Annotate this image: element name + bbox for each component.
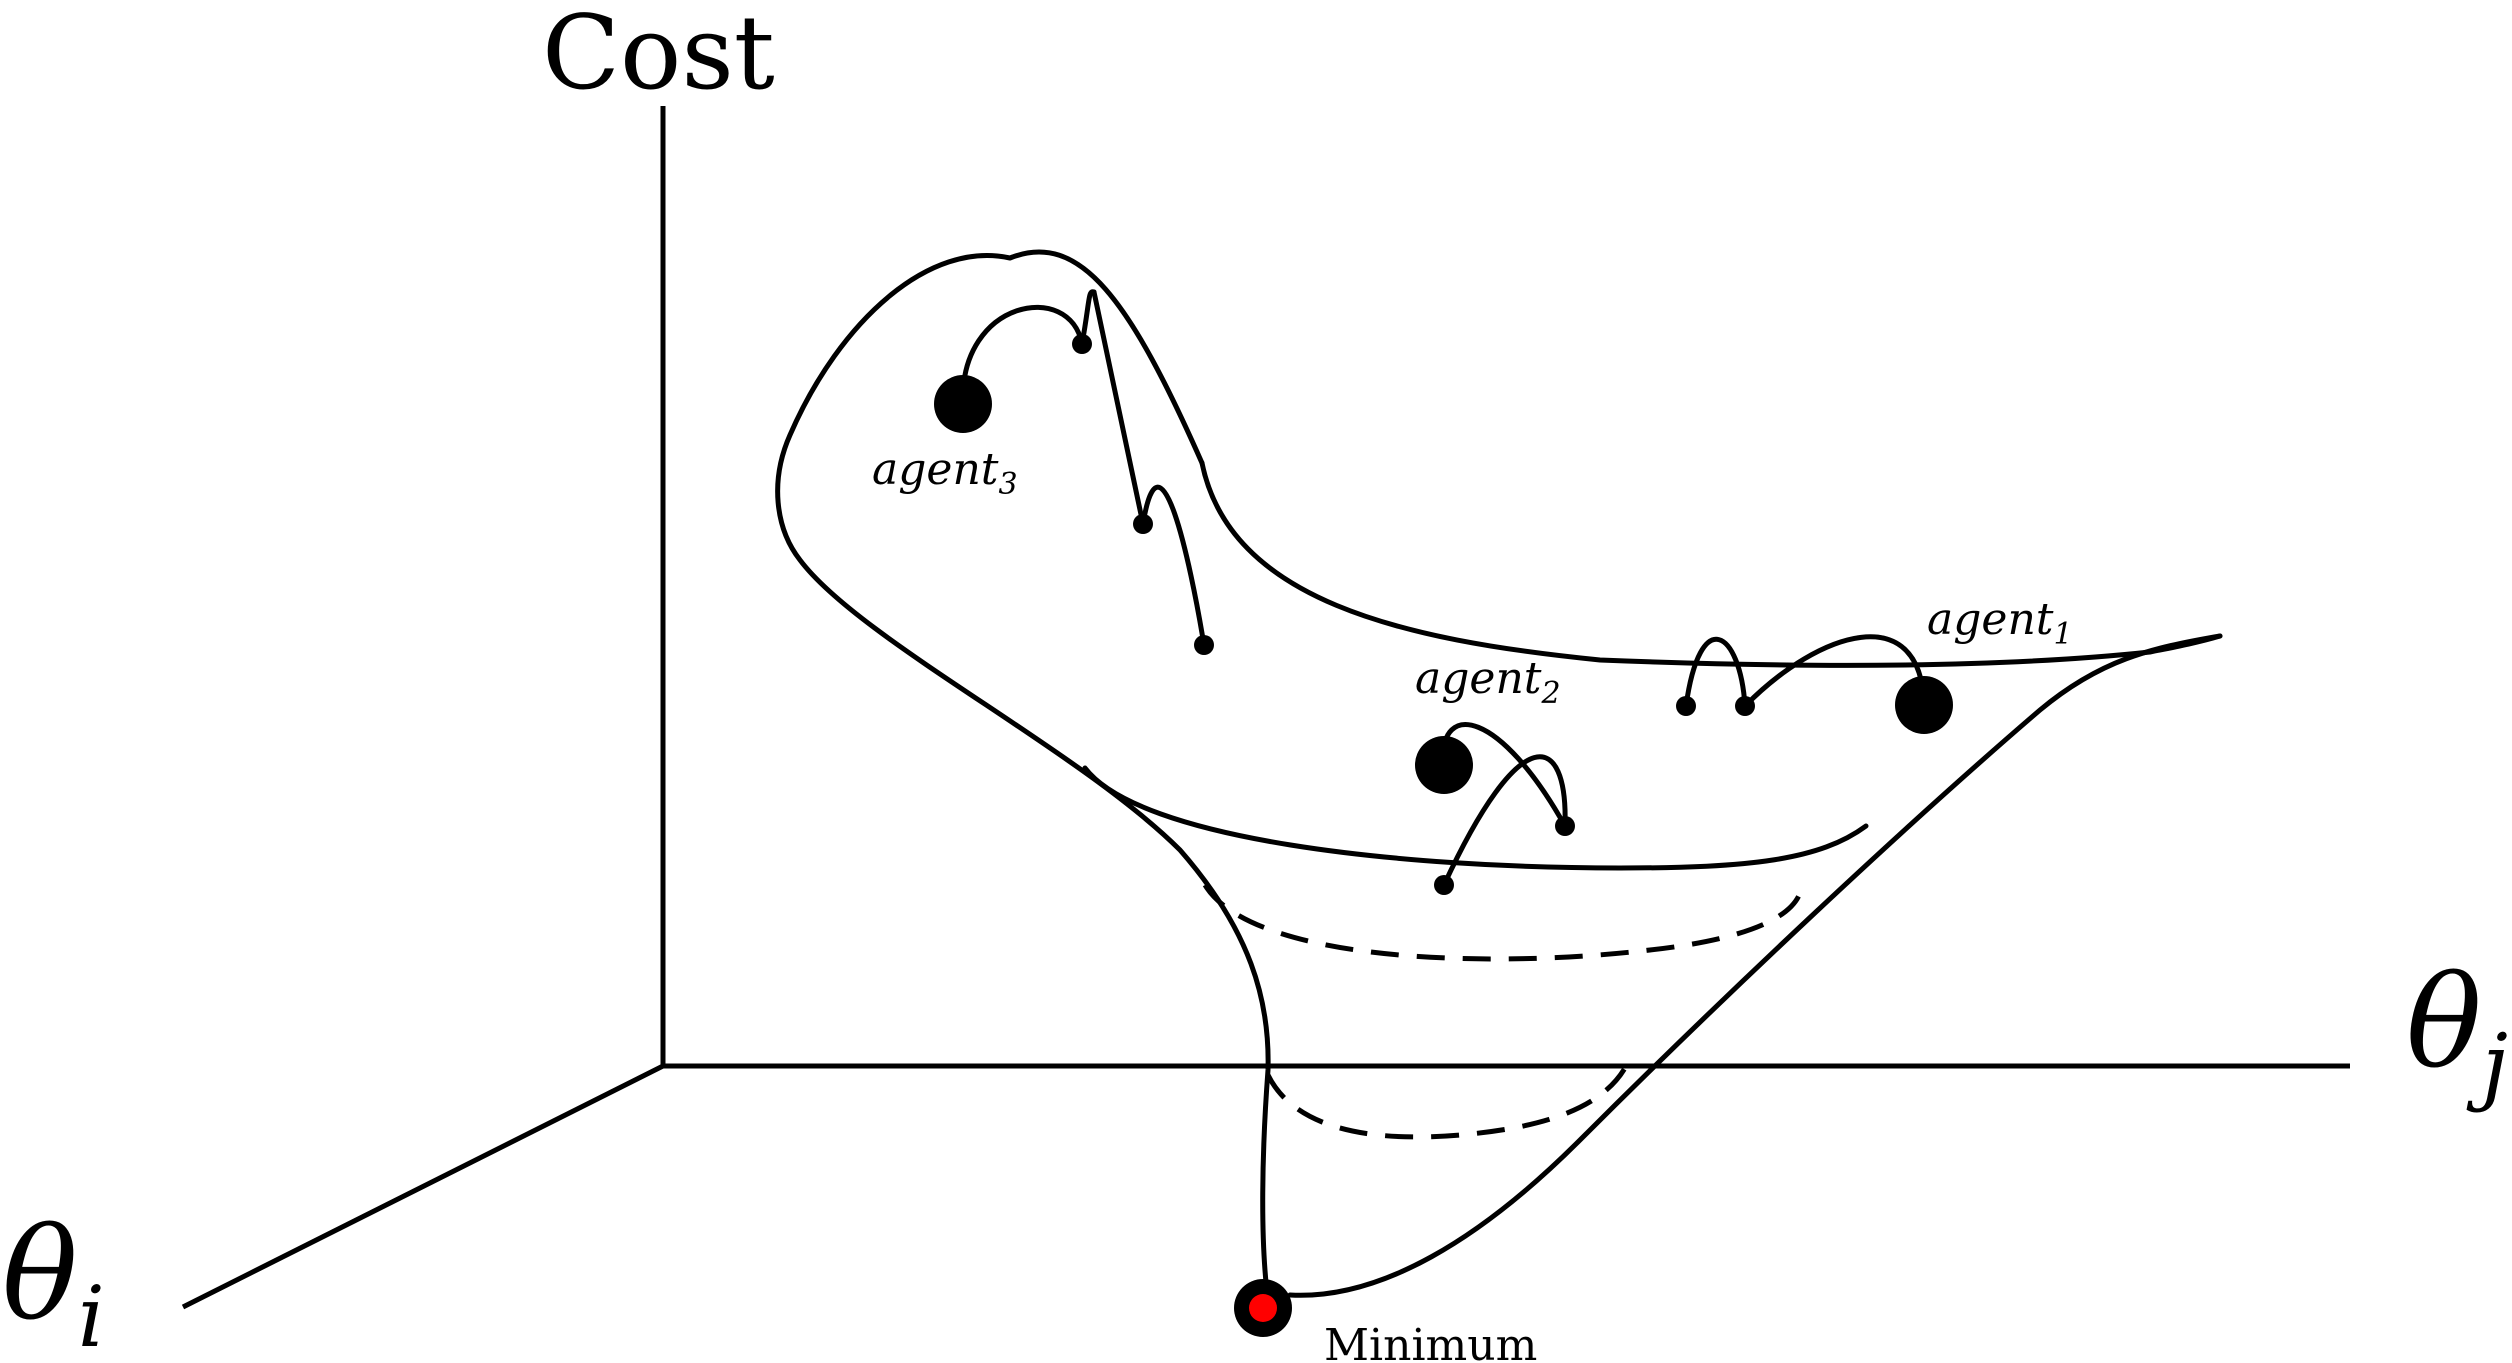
minimum-label: Minimum [1324,1320,1537,1363]
theta-i-subscript: i [78,1268,105,1363]
cost-surface [775,249,2223,1303]
agent1-hop-1 [1742,634,1927,709]
minimum-inner-dot [1249,1294,1277,1322]
agent1-label: agent1 [1927,594,2073,652]
agent3-hop-1 [960,305,1085,405]
agent3-step-point [1072,334,1092,354]
agent1-step-point [1735,696,1755,716]
agent2-step-point [1434,875,1454,895]
surface-outline [775,249,1271,1303]
axes [181,106,2350,1310]
agent3-step-point [1194,635,1214,655]
agent1-marker [1895,676,1953,734]
agent2-step-point [1555,816,1575,836]
theta-i-label: θi [2,1201,105,1363]
lower-dashed-contour [1265,1066,1628,1140]
agent3-hop-4 [1140,484,1207,648]
upper-contour [1082,765,1869,871]
agents [934,375,1953,794]
agent1-hop-2 [1683,637,1748,709]
middle-dashed-contour [1202,883,1803,962]
trajectory-points [1072,334,1755,895]
agent3-step-point [1133,514,1153,534]
agent1-step-point [1676,696,1696,716]
agent3-label: agent3 [872,444,1018,502]
agent2-marker [1415,736,1473,794]
theta-i-axis [181,1063,665,1310]
agent2-label: agent2 [1415,653,1561,711]
theta-i-base: θ [2,1201,78,1348]
agent3-marker [934,375,992,433]
minimum-marker [1234,1279,1292,1337]
theta-j-label: θj [2406,949,2508,1114]
cost-axis-label: Cost [542,0,775,113]
agent3-hop-3 [1091,289,1146,527]
theta-j-base: θ [2406,949,2482,1096]
agent2-hop-2 [1441,754,1568,888]
surface-right-edge [1287,633,2223,1298]
agent-trajectories [960,289,1927,888]
